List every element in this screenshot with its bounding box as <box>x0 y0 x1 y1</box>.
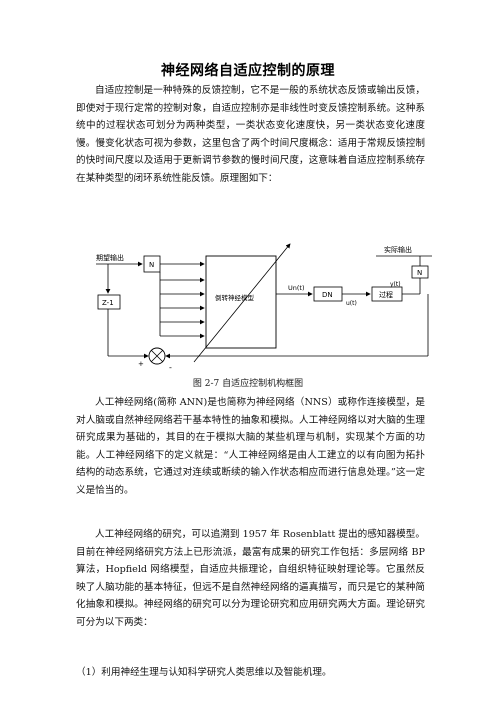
figure-caption: 图 2-7 自适应控制机构框图 <box>192 379 304 389</box>
expected-output-label: 期望输出 <box>96 253 124 262</box>
sum-plus-sign: + <box>138 360 144 368</box>
adaptive-control-block-diagram: 期望输出 N Z-1 倒转神经模型 Un(t) DN u(t) 过程 <box>96 243 432 372</box>
n-block-right-label: N <box>417 269 422 277</box>
process-block-label: 过程 <box>379 290 393 299</box>
paragraph-list-item-1: （1）利用神经生理与认知科学研究人类思维以及智能机理。 <box>76 667 332 678</box>
z1-block <box>97 294 121 310</box>
n-block-left-label: N <box>149 261 154 269</box>
paragraph-ann-research: 人工神经网络的研究，可以追溯到 1957 年 Rosenblatt 提出的感知器… <box>76 529 425 628</box>
ut-signal-label: u(t) <box>346 300 357 307</box>
summing-junction-cross-b <box>151 350 163 362</box>
dn-block-label: DN <box>322 291 333 299</box>
actual-output-label: 实际输出 <box>384 245 412 254</box>
paragraph-ann-definition: 人工神经网络(简称 ANN)是也简称为神经网络（NNS）或称作连接模型，是对人脑… <box>76 397 425 496</box>
adaptation-arrow <box>193 243 291 363</box>
z1-block-label: Z-1 <box>102 299 114 307</box>
document-title: 神经网络自适应控制的原理 <box>161 63 335 79</box>
yt-signal-label: y(t) <box>390 281 401 288</box>
inverse-neural-model-label: 倒转神经模型 <box>215 293 255 302</box>
sum-minus-sign: - <box>169 363 172 372</box>
paragraph-adaptive-control: 自适应控制是一种特殊的反馈控制，它不是一般的系统状态反馈或输出反馈，即使对于现行… <box>76 85 425 184</box>
un-signal-label: Un(t) <box>288 284 305 292</box>
